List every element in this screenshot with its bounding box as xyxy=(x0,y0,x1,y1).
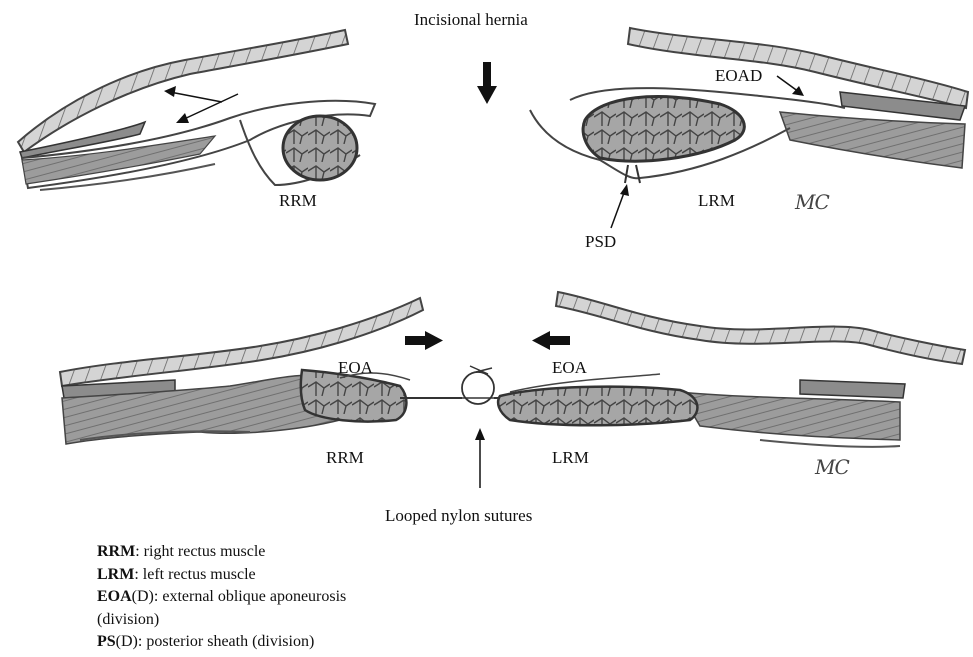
legend-row-lrm: LRM: left rectus muscle xyxy=(97,564,346,587)
top-rrm-muscle xyxy=(283,116,357,180)
label-bottom-lrm: LRM xyxy=(552,448,589,468)
label-sutures: Looped nylon sutures xyxy=(385,506,532,526)
legend-row-eoa-cont: (division) xyxy=(97,609,346,632)
label-top-eoad: EOAD xyxy=(715,66,762,86)
signature-bottom: MC xyxy=(815,455,849,479)
legend-row-eoa: EOA(D): external oblique aponeurosis xyxy=(97,586,346,609)
label-bottom-eoa-left: EOA xyxy=(338,358,373,378)
label-top-psd: PSD xyxy=(585,232,616,252)
top-lrm-muscle xyxy=(583,97,744,162)
label-bottom-eoa-right: EOA xyxy=(552,358,587,378)
legend-row-ps: PS(D): posterior sheath (division) xyxy=(97,631,346,654)
legend-row-rrm: RRM: right rectus muscle xyxy=(97,541,346,564)
label-top-rrm: RRM xyxy=(279,191,317,211)
label-top-lrm: LRM xyxy=(698,191,735,211)
signature-top: MC xyxy=(795,190,829,214)
legend: RRM: right rectus muscle LRM: left rectu… xyxy=(97,541,346,654)
bottom-right-skin xyxy=(556,292,965,364)
bottom-lrm-muscle xyxy=(498,387,697,426)
suture-loop xyxy=(462,372,494,404)
title-incisional-hernia: Incisional hernia xyxy=(414,10,528,30)
label-bottom-rrm: RRM xyxy=(326,448,364,468)
